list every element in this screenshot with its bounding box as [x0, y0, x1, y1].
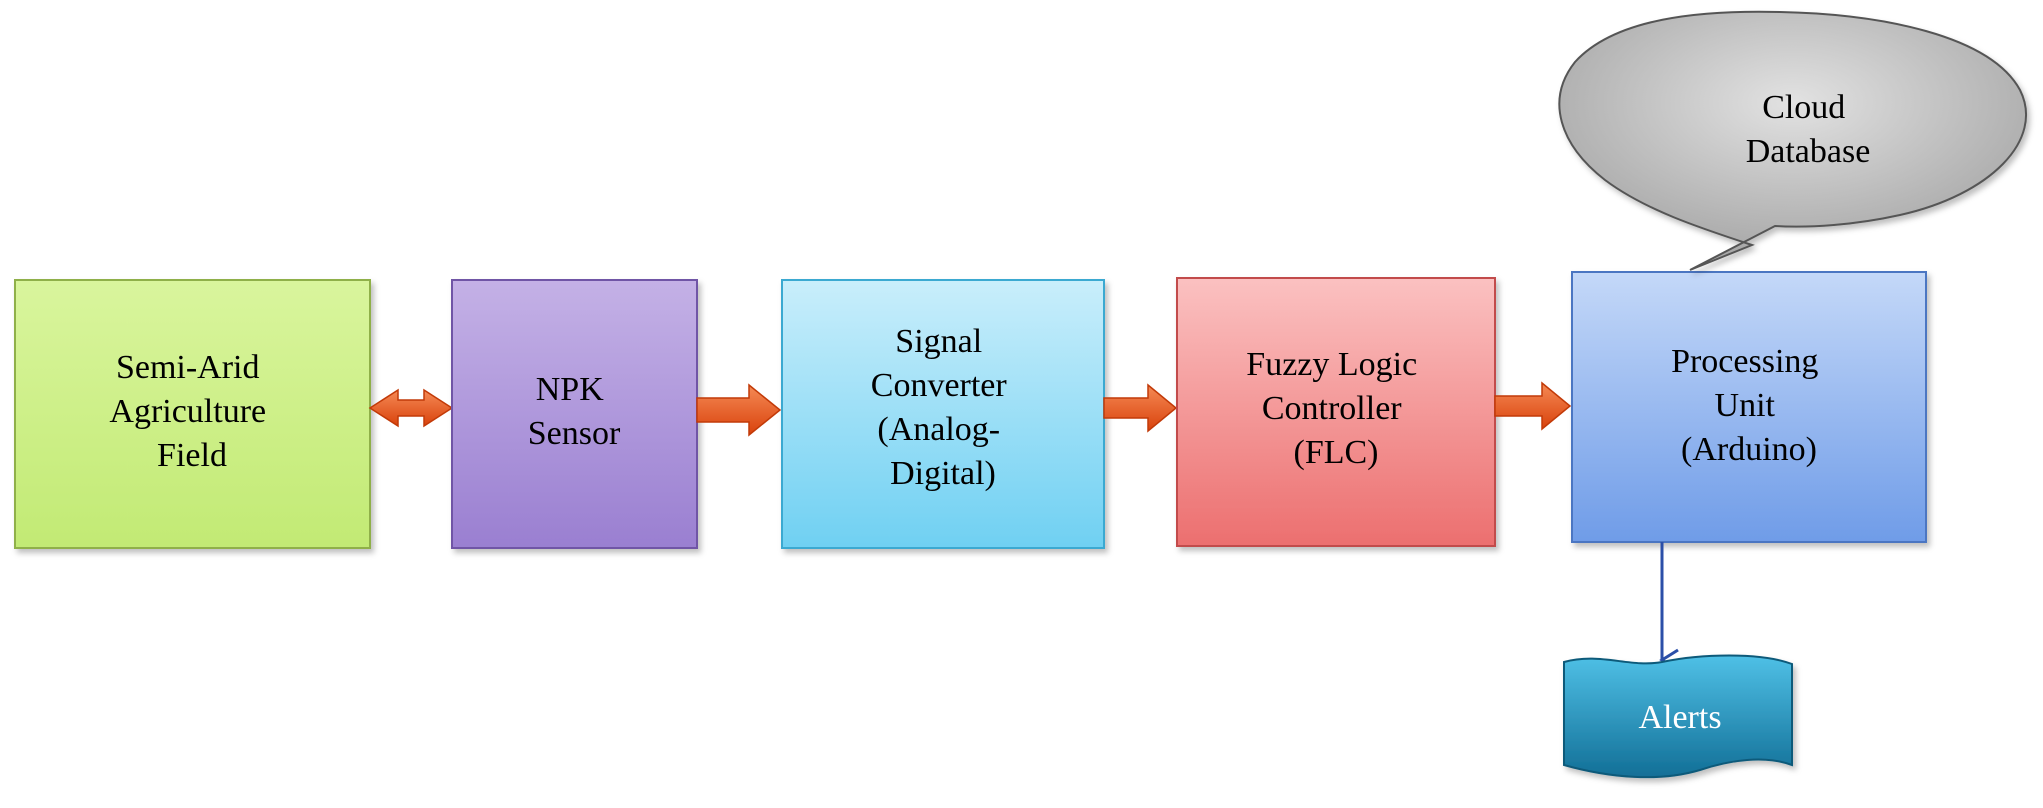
node-label-line: Database: [1746, 133, 1871, 170]
node-label-line: Field: [157, 437, 227, 474]
node-label-line: Digital): [890, 455, 996, 492]
node-label-line: Sensor: [528, 415, 621, 452]
node-label-line: Semi-Arid: [116, 349, 260, 386]
flow-arrow: [1494, 381, 1572, 431]
node-label-line: (Arduino): [1681, 431, 1817, 468]
svg-text:Alerts: Alerts: [1638, 699, 1721, 736]
flow-arrow: [1103, 383, 1178, 433]
node-label-line: Alerts: [1638, 699, 1721, 736]
node-label-line: Processing: [1671, 343, 1818, 380]
flow-arrow: [696, 383, 782, 437]
svg-text:Semi-Arid Agriculture: Semi-Arid Agriculture Field: [109, 349, 274, 474]
node-cloud-database: Cloud Database: [1558, 10, 2027, 271]
node-label-line: (FLC): [1294, 434, 1379, 471]
svg-text:NPK Sensor: NPK Sensor: [528, 371, 621, 452]
node-signal-converter: Signal Converter (Analog- Digital): [781, 279, 1105, 549]
node-semi-arid-agriculture-field: Semi-Arid Agriculture Field: [14, 279, 371, 549]
svg-text:Fuzzy Logic Controller: Fuzzy Logic Controller (FLC): [1246, 346, 1425, 471]
bidirectional-arrow: [368, 388, 454, 428]
node-alerts: Alerts: [1563, 654, 1793, 779]
node-label-line: Cloud: [1762, 89, 1845, 126]
node-label-line: Agriculture: [109, 393, 266, 430]
node-label-line: NPK: [536, 371, 604, 408]
node-label-line: Controller: [1262, 390, 1402, 427]
node-npk-sensor: NPK Sensor: [451, 279, 698, 549]
node-label-line: Converter: [871, 367, 1008, 404]
svg-text:Signal Converter (: Signal Converter (Analog- Digital): [871, 323, 1015, 492]
svg-text:Processing Unit (A: Processing Unit (Arduino): [1671, 343, 1827, 468]
node-label-line: Fuzzy Logic: [1246, 346, 1417, 383]
node-fuzzy-logic-controller: Fuzzy Logic Controller (FLC): [1176, 277, 1496, 547]
node-label-line: (Analog-: [877, 411, 1000, 448]
node-label-line: Unit: [1715, 387, 1776, 424]
node-label-line: Signal: [895, 323, 982, 360]
node-processing-unit: Processing Unit (Arduino): [1571, 271, 1927, 543]
svg-text:Cloud Database: Cloud Database: [1746, 89, 1871, 170]
